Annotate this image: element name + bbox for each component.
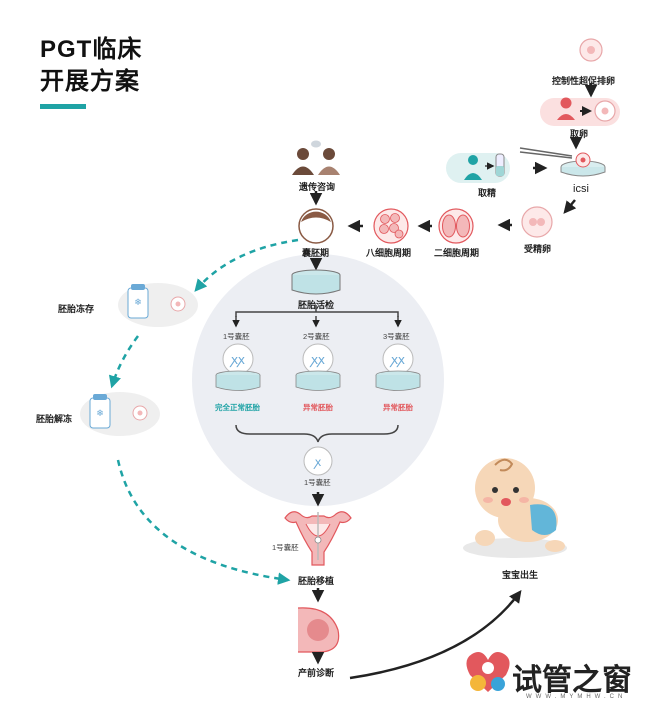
label-two-cell: 二细胞周期 xyxy=(434,248,480,258)
label-freeze-store: 胚胎冻存 xyxy=(58,304,95,314)
svg-text:ꭗꭗ: ꭗꭗ xyxy=(229,353,245,368)
label-embryo-1: 1号囊胚 xyxy=(223,332,250,341)
label-birth: 宝宝出生 xyxy=(502,570,539,580)
svg-text:❄: ❄ xyxy=(96,408,104,418)
baby-icon xyxy=(463,458,567,558)
label-retrieval: 取卵 xyxy=(570,129,589,139)
label-prenatal: 产前诊断 xyxy=(298,668,335,678)
title-line-2: 开展方案 xyxy=(40,68,140,95)
freeze-store-icon: ❄ xyxy=(118,283,198,327)
embryo-2-icon: ꭗꭗ xyxy=(295,343,341,391)
svg-text:ꭗꭗ: ꭗꭗ xyxy=(309,353,325,368)
label-embryo-2: 2号囊胚 xyxy=(303,332,330,341)
svg-text:ꭗ: ꭗ xyxy=(313,455,322,469)
svg-text:❄: ❄ xyxy=(134,297,142,307)
label-fertilized: 受精卵 xyxy=(524,244,552,254)
title-line-1: PGT临床 xyxy=(40,36,143,63)
label-icsi: icsi xyxy=(573,183,589,195)
label-thaw: 胚胎解冻 xyxy=(36,414,73,424)
label-biopsy: 胚胎活检 xyxy=(298,300,335,310)
biopsy-dish-icon xyxy=(291,269,341,295)
uterus-icon xyxy=(284,511,352,566)
prenatal-icon xyxy=(297,607,340,653)
logo-icon xyxy=(466,652,510,692)
fertilized-egg-icon xyxy=(521,206,553,238)
page-title: PGT临床 开展方案 xyxy=(40,34,142,98)
two-cell-icon xyxy=(438,208,474,244)
result-embryo-2: 异常胚胎 xyxy=(303,403,333,412)
counseling-icon xyxy=(292,140,340,175)
logo-text: 试管之窗 xyxy=(512,663,632,698)
eight-cell-icon xyxy=(373,208,409,244)
result-embryo-1: 完全正常胚胎 xyxy=(215,403,260,412)
embryo-1-icon: ꭗꭗ xyxy=(215,343,261,391)
label-ovulation: 控制性超促排卵 xyxy=(552,76,616,86)
sperm-retrieval-icon xyxy=(446,153,510,183)
oocyte-icon xyxy=(579,38,603,62)
embryo-3-icon: ꭗꭗ xyxy=(375,343,421,391)
title-underline xyxy=(40,104,86,109)
blastocyst-icon xyxy=(298,208,334,244)
icsi-dish-icon xyxy=(519,147,606,177)
label-uterus-embryo: 1号囊胚 xyxy=(272,543,299,552)
retrieval-icon xyxy=(540,97,620,126)
label-transfer: 胚胎移植 xyxy=(298,576,335,586)
thaw-icon: ❄ xyxy=(80,392,160,436)
label-eight-cell: 八细胞周期 xyxy=(366,248,412,258)
result-embryo-3: 异常胚胎 xyxy=(383,403,413,412)
label-sperm: 取精 xyxy=(478,188,497,198)
label-selected-embryo: 1号囊胚 xyxy=(304,478,331,487)
logo-url: WWW.MYMHW.CN xyxy=(526,694,627,700)
svg-text:ꭗꭗ: ꭗꭗ xyxy=(389,353,405,368)
label-blastocyst: 囊胚期 xyxy=(302,248,330,258)
label-embryo-3: 3号囊胚 xyxy=(383,332,410,341)
selected-embryo-icon: ꭗ xyxy=(303,446,333,476)
label-counseling: 遗传咨询 xyxy=(299,182,336,192)
